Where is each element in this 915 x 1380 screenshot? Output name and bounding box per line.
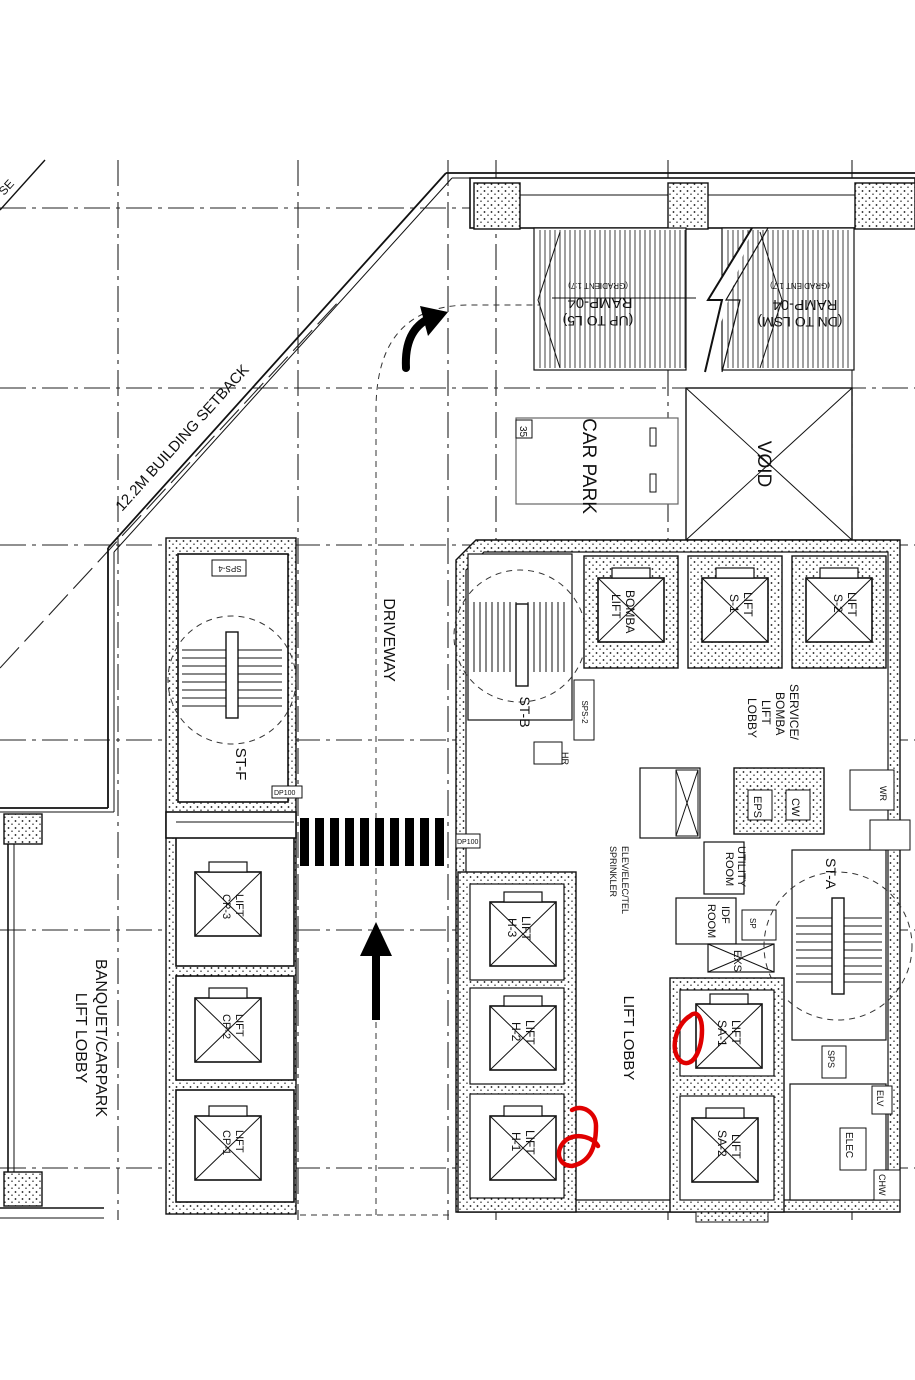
idf-room-label-2: ROOM [705,904,717,938]
sps-4-label: SPS-4 [218,564,242,573]
lift-cp2-text-1: LIFT [233,1014,245,1037]
sps-label: SPS [826,1050,836,1068]
lift-h2-text-1: LIFT [523,1020,537,1045]
chw-label: CHW [877,1174,887,1196]
lift-h3-text-2: H-3 [505,918,519,938]
lift-s-2 [791,555,887,669]
car-park-label: CAR PARK [578,418,599,514]
ramp-up-gradient: (GRADIENT 1:7) [568,281,628,290]
banquet-lobby-wall [0,813,104,1219]
stair-st-f [167,559,297,745]
top-structure [469,177,915,230]
driveway-curve [375,304,540,1215]
idf-room-label-1: IDF [719,906,731,924]
wr-label: WR [878,786,888,801]
lift-s2-text-1: LIFT [845,592,859,617]
ramp-down-hatch [721,227,855,371]
direction-arrow-icon [360,922,392,1020]
sprinkler-label-1: ELEV/ELEC/TEL [620,846,630,914]
service-lobby-label-1: SERVICE/ [787,684,801,740]
banquet-lobby-label-1: BANQUET/CARPARK [92,959,109,1117]
lift-h1-text-2: H-1 [509,1132,523,1152]
service-rooms [639,767,825,973]
driveway-label: DRIVEWAY [380,598,397,682]
lift-bomba-text-2: LIFT [609,594,623,619]
eps-label: EPS [751,796,763,818]
lift-cp3-text-2: CP-3 [220,894,232,919]
service-lobby-label-4: LOBBY [745,698,759,738]
ramp-up-subtitle: (UP TO L5) [563,313,634,329]
lift-cp1-text-1: LIFT [233,1130,245,1153]
sprinkler-label-2: SPRINKLER [608,846,618,898]
lift-cp3-text-1: LIFT [233,894,245,917]
lower-right-rooms [695,1045,901,1223]
stair-b-label: ST-B [517,696,533,727]
void-label: VØID [753,441,774,487]
service-lobby-label-2: BOMBA [773,692,787,735]
lift-sa1-text-2: SA-1 [715,1020,729,1047]
stair-st-b [453,553,595,765]
lift-cp2-text-2: CP-2 [220,1014,232,1039]
lift-h2-text-2: H-2 [509,1022,523,1042]
lift-cp1-text-2: CP-1 [220,1130,232,1155]
lift-h3-text-1: LIFT [519,916,533,941]
lift-sa1-text-1: LIFT [729,1020,743,1045]
ramp-down-title: RAMP-04 [772,296,837,313]
lift-s1-text-2: S-1 [727,594,741,613]
lift-bomba-text-1: BOMBA [623,590,637,633]
stair-st-a [763,769,913,1041]
ramp-up-title: RAMP-04 [567,294,632,311]
setback-label: 12.2M BUILDING SETBACK [112,361,252,514]
car-park-bay [515,417,679,505]
red-scribble-annotation [556,1105,601,1169]
elv-label: ELV [875,1090,885,1106]
dp100-label-1: DP100 [274,790,296,797]
stair-f-label: ST-F [232,748,249,781]
lift-lobby-label: LIFT LOBBY [620,996,637,1081]
hr-label: HR [560,752,570,765]
red-circle-annotation [672,1011,705,1066]
lift-bomba [583,555,679,669]
sps-2-label: SPS-2 [580,700,589,724]
lift-s1-text-1: LIFT [741,592,755,617]
turn-arrow-icon [401,306,448,372]
banquet-lobby-label-2: LIFT LOBBY [72,993,89,1084]
ramp-down-subtitle: (DN TO LSM) [757,314,842,330]
lift-h1-text-1: LIFT [523,1130,537,1155]
exs-label: EXS [731,950,743,972]
lift-s2-text-2: S-2 [831,594,845,613]
pedestrian-crossing [300,818,444,866]
lift-sa2-text-2: SA-2 [715,1130,729,1157]
car-park-number: 35 [517,426,528,438]
cw-label: CW [789,798,801,817]
lift-s-1 [687,555,783,669]
ramp-up-hatch [533,227,696,371]
lift-sa2-text-1: LIFT [729,1134,743,1159]
ramp-down-gradient: (GRADIENT 1:7) [770,281,830,290]
service-lobby-label-3: LIFT [759,700,773,725]
utility-room-label-2: ROOM [723,852,735,886]
dp100-label-2: DP100 [457,839,479,846]
stair-a-label: ST-A [823,858,839,890]
elec-label: ELEC [843,1132,854,1158]
sp-label: SP [748,918,757,929]
utility-room-label-1: UTILITY [735,846,747,888]
void-area [685,387,853,541]
